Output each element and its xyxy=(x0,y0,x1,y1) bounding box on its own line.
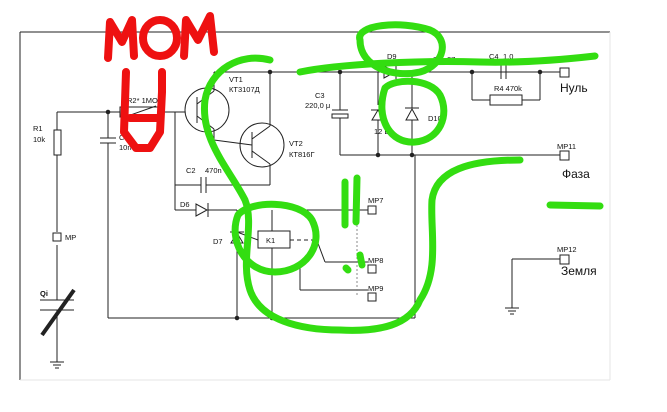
c3-label: C3 xyxy=(315,91,325,100)
k1-label: K1 xyxy=(266,236,275,245)
mp8-label: MP8 xyxy=(368,256,383,265)
phase-label: Фаза xyxy=(562,167,590,181)
green-loop xyxy=(231,200,320,276)
c3-plate-neg xyxy=(331,113,349,119)
null-label: Нуль xyxy=(560,81,588,95)
red-letter-u xyxy=(120,68,166,152)
mp9-label: MP9 xyxy=(368,284,383,293)
test-pad-mp8 xyxy=(367,264,377,274)
d10-label: D10 xyxy=(428,114,442,123)
junction-dot xyxy=(267,69,273,75)
junction-dot xyxy=(409,152,415,158)
test-pad-mp xyxy=(52,232,62,242)
green-stroke xyxy=(546,201,604,210)
vt2-label: VT2 xyxy=(289,139,303,148)
wire xyxy=(213,139,253,146)
vt1-label: VT1 xyxy=(229,75,243,84)
green-stroke xyxy=(200,54,524,334)
vt2-collector xyxy=(251,125,271,140)
c4-label: C4 xyxy=(489,52,499,61)
c4-value: 1,0 xyxy=(503,52,513,61)
qi-variable-arrow xyxy=(40,288,76,337)
terminal-null xyxy=(559,67,570,78)
c1-value: 10n xyxy=(119,143,132,152)
c2-label: C2 xyxy=(186,166,196,175)
resistor-r1 xyxy=(53,129,62,156)
junction-dot xyxy=(105,109,111,115)
green-annotation xyxy=(200,21,604,334)
r1-value: 10k xyxy=(33,135,45,144)
red-letter-m xyxy=(104,16,138,62)
green-stroke xyxy=(296,52,599,76)
test-pad-mp9 xyxy=(367,292,377,302)
green-stroke xyxy=(356,251,366,269)
diode-d10 xyxy=(405,107,419,121)
terminal-mp12 xyxy=(559,254,570,265)
test-pad-mp7 xyxy=(367,205,377,215)
terminal-mp11 xyxy=(559,150,570,161)
green-loop xyxy=(356,21,446,78)
mp11-label: MP11 xyxy=(557,142,576,151)
junction-dot xyxy=(537,69,543,75)
zener-voltage: 12 В xyxy=(374,127,389,136)
vt2-type: КТ816Г xyxy=(289,150,315,159)
green-loop xyxy=(378,77,448,146)
transistor-vt2 xyxy=(239,122,285,168)
vt1-type: КТ3107Д xyxy=(229,85,260,94)
d6-label: D6 xyxy=(180,200,190,209)
diode-d6 xyxy=(195,203,209,217)
c2-value: 470n xyxy=(205,166,222,175)
junction-dot xyxy=(375,152,381,158)
qi-label: Qi xyxy=(40,289,48,298)
green-stroke xyxy=(352,174,361,226)
red-letter-o xyxy=(139,16,181,60)
mp-label: MP xyxy=(65,233,76,242)
r2-label: R2* 1MOм xyxy=(127,96,163,105)
c3-value: 220,0 μ xyxy=(305,101,330,110)
junction-dot xyxy=(469,69,475,75)
red-annotation xyxy=(104,12,218,152)
mp7-label: MP7 xyxy=(368,196,383,205)
green-stroke xyxy=(342,264,352,274)
d9-label: D9 xyxy=(387,52,397,61)
red-letter-m2 xyxy=(180,12,218,60)
mp12-label: MP12 xyxy=(557,245,577,254)
r4-label: R4 470k xyxy=(494,84,522,93)
vt2-emitter xyxy=(251,150,271,165)
resistor-r4 xyxy=(489,94,523,106)
ground-label: Земля xyxy=(561,264,597,278)
d7-label: D7 xyxy=(213,237,223,246)
r1-label: R1 xyxy=(33,124,43,133)
